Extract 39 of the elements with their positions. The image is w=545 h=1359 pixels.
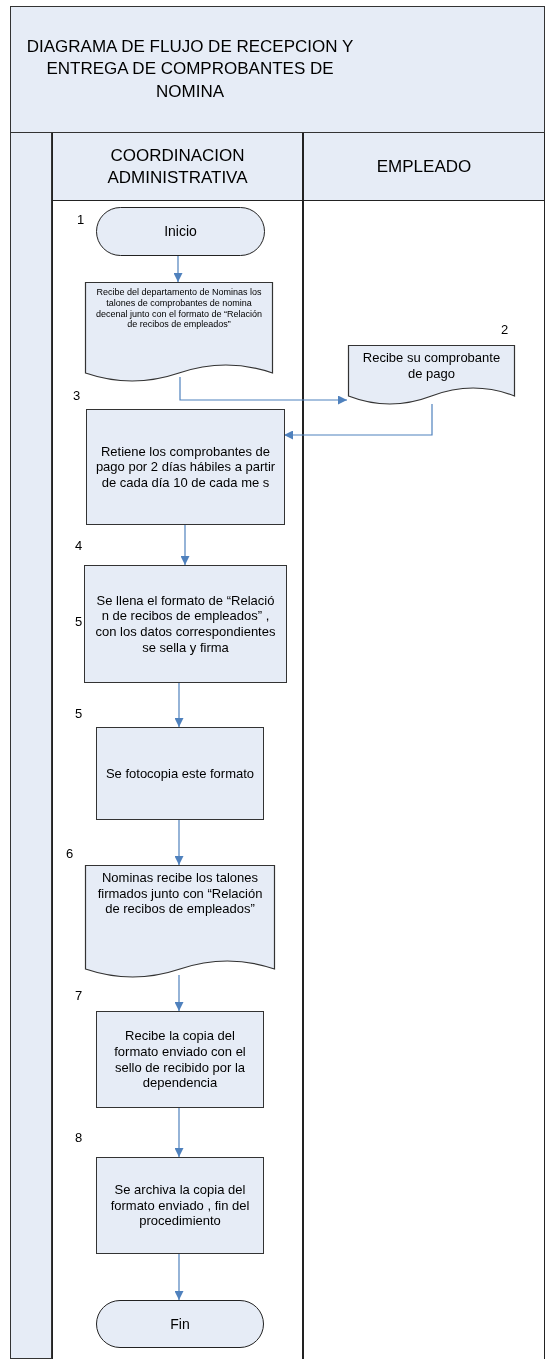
arrow xyxy=(174,974,184,1012)
arrow xyxy=(174,1253,184,1301)
step-text: Se llena el formato de “Relació n de recibos de empleados” , con los datos correspondientes se sella y firma xyxy=(94,591,277,657)
arrow xyxy=(173,255,183,283)
process-box xyxy=(96,727,264,820)
step-text: Recibe la copia del formato enviado con el sello de recibido por la dependencia xyxy=(113,1027,247,1093)
step-text: Nominas recibe los talones firmados junto con “Relación de recibos de empleados” xyxy=(96,869,264,917)
arrow xyxy=(283,403,433,440)
arrow xyxy=(174,1107,184,1158)
step-text: Recibe del departamento de Nominas los talones de comprobantes de nomina decenal junto con el formato de “Relación de recibos de empleados” xyxy=(94,286,264,331)
step-text: Retiene los comprobantes de pago por 2 días hábiles a partir de cada día 10 de cada me s xyxy=(94,442,277,492)
pool-band xyxy=(10,133,52,1359)
diagram-title: DIAGRAMA DE FLUJO DE RECEPCION Y ENTREGA DE COMPROBANTES DE NOMINA xyxy=(25,36,355,103)
step-text: Recibe su comprobante de pago xyxy=(361,349,502,382)
step-text: Fin xyxy=(169,1314,191,1334)
step-number: 7 xyxy=(75,988,83,1003)
swimlane xyxy=(303,133,545,1359)
process-box xyxy=(86,409,285,525)
process-box xyxy=(96,1011,264,1108)
step-number: 5 xyxy=(75,706,83,721)
arrow xyxy=(179,376,348,405)
step-text: Se archiva la copia del formato enviado , fin del procedimiento xyxy=(109,1181,251,1231)
arrow xyxy=(180,524,190,566)
swimlane xyxy=(52,133,303,1359)
step-text: Inicio xyxy=(163,222,198,242)
step-number: 6 xyxy=(66,846,74,861)
step-text: Se fotocopia este formato xyxy=(104,764,256,783)
lane-header: EMPLEADO xyxy=(375,155,473,178)
arrow xyxy=(174,819,184,866)
step-number: 5 xyxy=(75,614,83,629)
step-number: 2 xyxy=(501,322,509,337)
lane-header: COORDINACION ADMINISTRATIVA xyxy=(106,145,249,188)
step-number: 4 xyxy=(75,538,83,553)
step-number: 8 xyxy=(75,1130,83,1145)
step-number: 1 xyxy=(77,212,85,227)
process-box xyxy=(96,1157,264,1254)
arrow xyxy=(174,682,184,728)
process-box xyxy=(84,565,287,683)
step-number: 3 xyxy=(73,388,81,403)
